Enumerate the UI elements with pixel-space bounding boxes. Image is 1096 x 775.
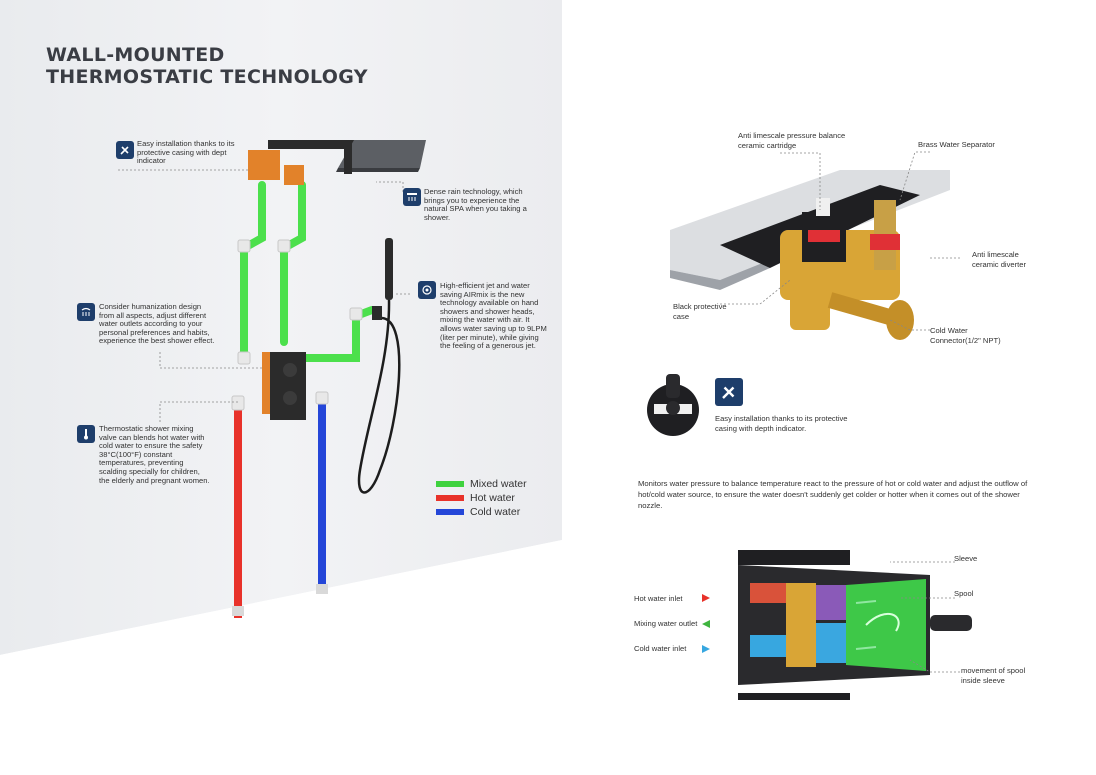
label-cold-inlet: Cold water inlet [634, 644, 687, 653]
title-line-2: THERMOSTATIC TECHNOLOGY [46, 66, 368, 88]
description-paragraph: Monitors water pressure to balance tempe… [638, 479, 1028, 510]
page-title: WALL-MOUNTED THERMOSTATIC TECHNOLOGY [46, 44, 368, 88]
label-diverter: Anti limescale ceramic diverter [972, 250, 1027, 269]
thermometer-icon [77, 425, 95, 443]
wrench-screwdriver-icon-2 [715, 378, 743, 406]
shower-outlet-icon [77, 303, 95, 321]
valve-cross-section [738, 550, 972, 700]
label-hot-inlet: Hot water inlet [634, 594, 683, 603]
legend-hot-water: Hot water [436, 492, 515, 504]
rain-icon [403, 188, 421, 206]
callout-humanization: Consider humanization design from all as… [99, 302, 215, 346]
airmix-icon [418, 281, 436, 299]
label-movement: movement of spool inside sleeve [961, 666, 1026, 685]
rain-shower-head [268, 140, 426, 174]
mixed-water-pipes [240, 181, 376, 362]
callout-installation: Easy installation thanks to its protecti… [137, 139, 235, 166]
callout-airmix: High-efficient jet and water saving AIRm… [440, 281, 547, 351]
hand-shower [357, 238, 401, 494]
title-line-1: WALL-MOUNTED [46, 44, 225, 66]
label-separator: Brass Water Separator [918, 140, 995, 149]
label-mixing-outlet: Mixing water outlet [634, 619, 698, 628]
label-case: Black protective case [673, 302, 727, 321]
cold-water-pipe [316, 398, 328, 594]
casing-note: Easy installation thanks to its protecti… [715, 414, 848, 433]
label-cartridge: Anti limescale pressure balance ceramic … [738, 131, 846, 150]
legend-mixed-water: Mixed water [436, 478, 527, 490]
callout-rain: Dense rain technology, which brings you … [424, 187, 527, 222]
valve-cutaway-illustration [670, 170, 950, 340]
wrench-screwdriver-icon [116, 141, 134, 159]
legend-cold-water: Cold water [436, 506, 520, 518]
shower-system-illustration [118, 140, 426, 618]
callout-thermostatic: Thermostatic shower mixing valve can ble… [99, 424, 210, 485]
rain-head-mount [248, 150, 304, 185]
protective-casing-image [647, 374, 699, 436]
hot-water-pipe [232, 410, 244, 618]
thermostatic-valve [262, 352, 306, 420]
label-connector: Cold Water Connector(1/2" NPT) [930, 326, 1001, 345]
label-sleeve: Sleeve [954, 554, 978, 563]
label-spool: Spool [954, 589, 974, 598]
